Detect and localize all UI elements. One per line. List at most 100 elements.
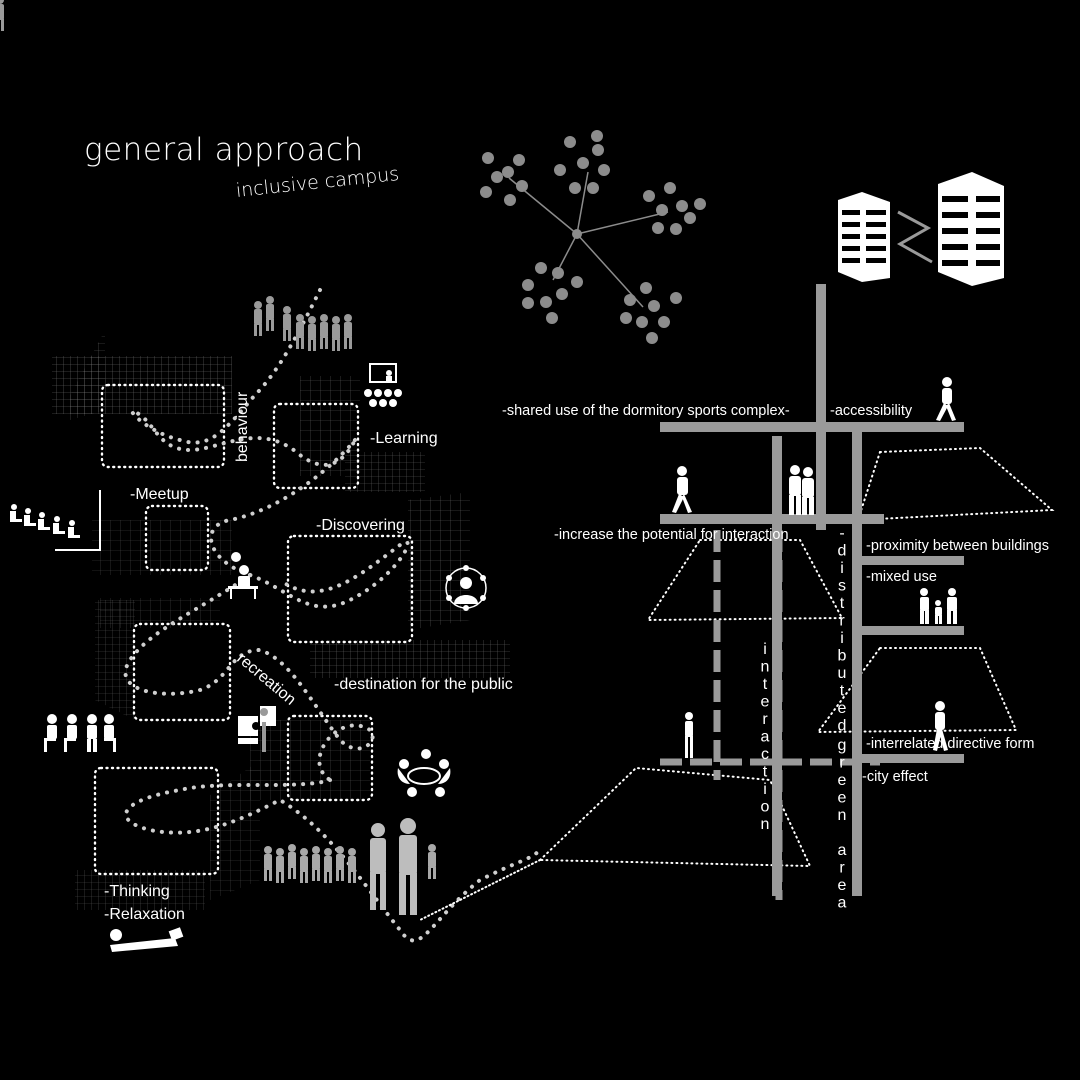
vertical-letter: r [839,755,845,772]
network-node [554,164,566,176]
grid-panels [52,330,510,910]
network-node [577,157,589,169]
vertical-letter: i [840,560,844,577]
network-node [535,262,547,274]
network-node [504,194,516,206]
vertical-letter: i [763,641,767,658]
vertical-letter [840,825,844,842]
vertical-letter: e [838,700,847,717]
vertical-letter: t [840,683,845,700]
network-node [546,312,558,324]
network-node [684,212,696,224]
increase-potential-label: -increase the potential for interaction [554,527,789,543]
network-node [620,312,632,324]
cluster-network-icon [480,130,706,344]
network-node [569,182,581,194]
network-node [564,136,576,148]
walker-icon [936,377,956,421]
crowd-icon [264,818,436,915]
behaviour-paths [123,288,542,943]
network-node [502,166,514,178]
network-node [656,204,668,216]
dashed-bars [660,530,880,900]
group-seated-icon [44,714,116,752]
network-node [513,154,525,166]
vertical-letter: e [838,877,847,894]
vertical-letter: t [763,676,768,693]
vertical-letter: r [839,860,845,877]
network-node [556,288,568,300]
mixed-use-label: -mixed use [866,569,937,585]
vertical-letter: i [840,630,844,647]
recreation-label: recreation [233,650,298,709]
network-person-icon [445,565,487,611]
network-node [643,190,655,202]
network-node [652,222,664,234]
desk-person-icon [228,552,258,599]
shared-use-label: -shared use of the dormitory sports comp… [502,403,790,419]
vertical-letter: a [761,729,770,746]
vertical-letter: a [838,842,847,859]
structure-bars [660,284,964,896]
vertical-letter: u [838,665,847,682]
network-node [670,292,682,304]
vertical-letter: n [838,807,847,824]
zone-outlines [419,446,1055,921]
vertical-letter: e [838,790,847,807]
walker-icon [672,466,692,513]
vertical-letter: - [839,525,844,542]
network-node [552,267,564,279]
network-node [516,180,528,192]
vertical-letter: e [761,694,770,711]
behaviour-label: behaviour [234,391,251,462]
network-node [540,296,552,308]
network-node [640,282,652,294]
network-node [482,152,494,164]
seated-row-icon [10,490,101,551]
buildings-icon [838,172,1004,286]
network-node [676,200,688,212]
network-node [664,182,676,194]
destination-label: -destination for the public [334,676,513,693]
network-node [658,316,670,328]
relaxation-label: -Relaxation [104,906,185,923]
vertical-letter: n [761,816,770,833]
vertical-letter: c [761,746,769,763]
audience-icon [364,363,402,407]
page-title: general approach [84,132,364,168]
network-node [491,171,503,183]
puzzle-icon [238,706,276,752]
discovering-label: -Discovering [316,517,405,534]
vertical-letter: b [838,648,847,665]
vertical-letter: n [761,659,770,676]
network-node [648,300,660,312]
interrelated-label: -interrelated directive form [866,736,1034,752]
city-effect-label: -city effect [862,769,928,785]
accessibility-label: -accessibility [830,403,913,419]
network-node [592,144,604,156]
family-icon [920,588,957,624]
lying-reader-icon [110,927,184,952]
network-node [522,279,534,291]
vertical-letter: i [763,781,767,798]
network-node [587,182,599,194]
proximity-label: -proximity between buildings [866,538,1049,554]
vertical-letter: o [761,799,770,816]
network-node [694,198,706,210]
vertical-letter: g [838,737,847,754]
network-node [591,130,603,142]
network-node [572,229,582,239]
vertical-letter: d [838,543,847,560]
activity-boxes [93,383,414,876]
meeting-table-icon [397,749,451,797]
vertical-letter: s [838,578,846,595]
network-node [571,276,583,288]
vertical-letter: r [762,711,768,728]
learning-label: -Learning [370,430,438,447]
network-node [624,294,636,306]
network-node [480,186,492,198]
network-node [598,164,610,176]
